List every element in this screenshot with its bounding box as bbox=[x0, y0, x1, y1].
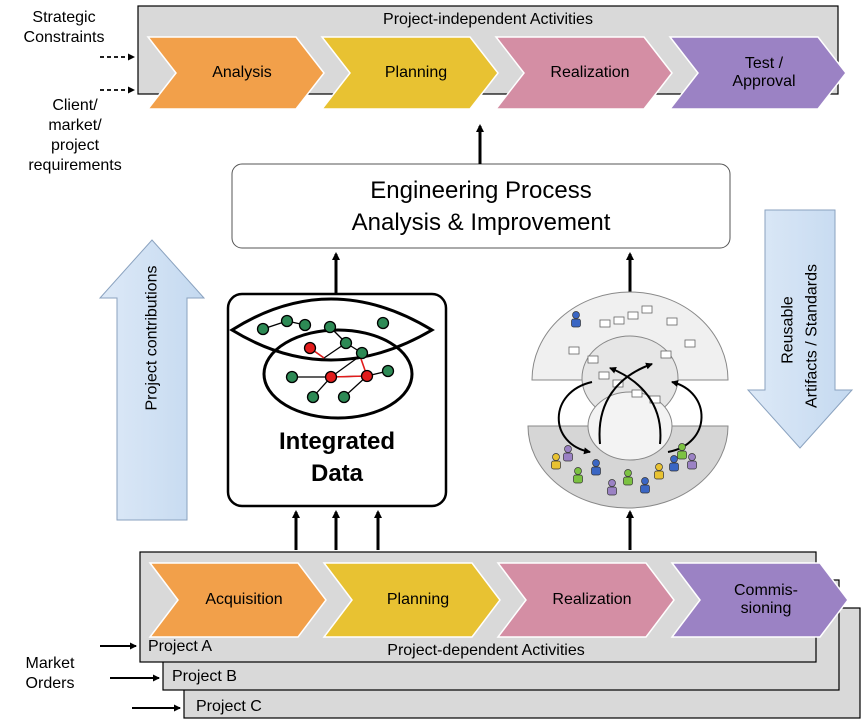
reusable-artifacts-arrow bbox=[746, 209, 854, 449]
bottom-box-title: Project-dependent Activities bbox=[387, 642, 585, 659]
project-b-label: Project B bbox=[172, 668, 237, 685]
top-chevron-label-test-approval: Test / Approval bbox=[732, 55, 796, 90]
cycle-inner-bottom bbox=[587, 391, 673, 461]
data-lens-inner bbox=[262, 328, 414, 420]
reusable-label: Reusable bbox=[779, 296, 797, 364]
engineering-process-line1: Engineering Process bbox=[370, 177, 592, 204]
top-chevron-label-analysis: Analysis bbox=[212, 64, 272, 81]
integrated-data-line2: Data bbox=[310, 460, 364, 487]
integrated-data-box bbox=[226, 292, 448, 508]
bottom-chevron-planning bbox=[322, 562, 501, 638]
top-chevron-test-approval bbox=[668, 36, 847, 110]
top-chevron-planning bbox=[320, 36, 499, 110]
people-icons bbox=[551, 311, 697, 496]
project-contributions-arrow bbox=[98, 239, 206, 521]
strategic-constraints-label: Strategic Constraints bbox=[23, 9, 105, 46]
top-chevron-label-planning: Planning bbox=[384, 64, 448, 81]
integrated-data-line1: Integrated bbox=[278, 428, 396, 455]
bottom-chevron-label-planning: Planning bbox=[386, 591, 450, 608]
project-a-label: Project A bbox=[148, 638, 213, 655]
integrated-data-graph bbox=[229, 297, 435, 420]
engineering-process-line2: Analysis & Improvement bbox=[351, 209, 611, 236]
artifacts-standards-label: Artifacts / Standards bbox=[803, 263, 821, 409]
client-requirements-label: Client/ market/ project requirements bbox=[28, 97, 122, 174]
bottom-chevron-acquisition bbox=[148, 562, 327, 638]
bottom-chevron-commis-sioning bbox=[670, 562, 849, 638]
process-cycle-illustration bbox=[527, 291, 729, 509]
top-chevron-label-realization: Realization bbox=[550, 64, 630, 81]
project-contributions-label: Project contributions bbox=[143, 265, 161, 411]
top-box-title: Project-independent Activities bbox=[383, 11, 593, 28]
bottom-chevron-label-acquisition: Acquisition bbox=[205, 591, 283, 608]
market-orders-label: Market Orders bbox=[25, 655, 75, 692]
bottom-chevron-label-commis-sioning: Commis- sioning bbox=[734, 582, 798, 617]
cycle-bottom-half bbox=[527, 425, 729, 509]
top-chevron-realization bbox=[494, 36, 673, 110]
bottom-chevron-realization bbox=[496, 562, 675, 638]
bottom-chevron-label-realization: Realization bbox=[552, 591, 632, 608]
top-chevron-analysis bbox=[146, 36, 325, 110]
data-lens-outer bbox=[229, 297, 435, 362]
project-c-label: Project C bbox=[196, 698, 262, 715]
